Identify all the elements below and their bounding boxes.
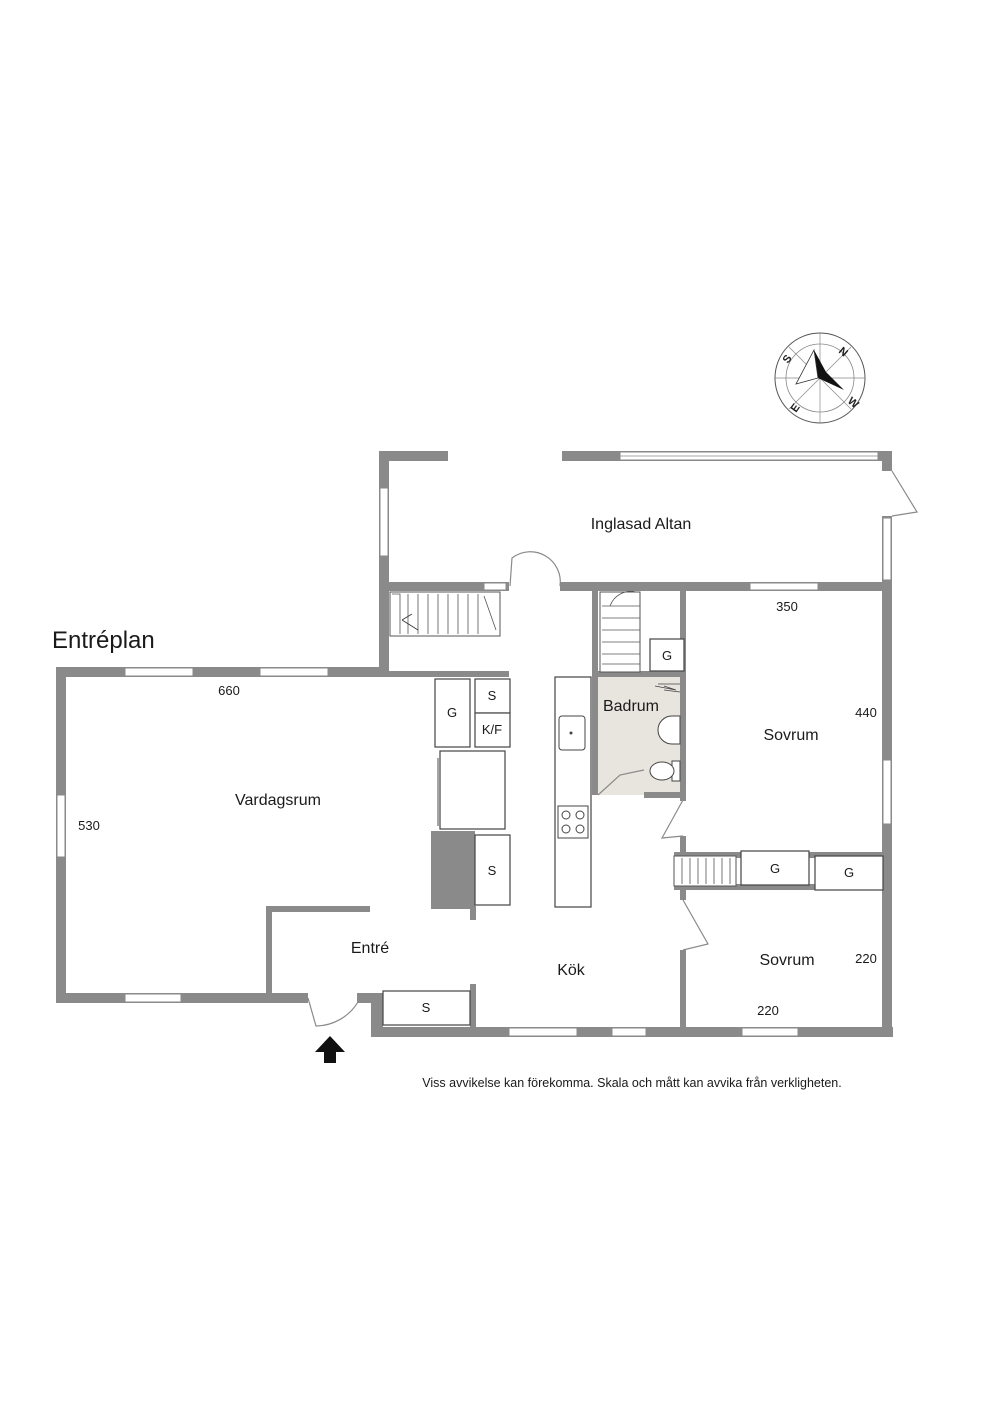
cabinet-g-bath-label: G: [662, 648, 672, 663]
plan-title: Entréplan: [52, 627, 155, 654]
compass-s-label: S: [781, 353, 795, 366]
stairs-center: [599, 591, 641, 673]
cabinet-g-bath: G: [649, 638, 685, 672]
windows: [56, 451, 892, 1037]
stairs-sovrum: [673, 855, 737, 887]
cabinet-g-sovrum1: G: [740, 850, 810, 886]
dim-sovrum1-height: 440: [855, 705, 877, 720]
toilet-icon: [649, 761, 675, 781]
stairs-altan: [389, 591, 501, 637]
compass-n-label: N: [836, 345, 850, 359]
dim-sovrum2-width: 220: [757, 1003, 779, 1018]
cabinet-s-entre-label: S: [422, 1000, 431, 1015]
room-label-vardagsrum: Vardagsrum: [235, 792, 321, 809]
disclaimer: Viss avvikelse kan förekomma. Skala och …: [422, 1076, 841, 1090]
entrance-arrow-icon: [315, 1036, 345, 1063]
closet: [439, 750, 506, 830]
cabinet-kf-hall: K/F: [474, 712, 511, 748]
bathroom-fixtures: G: [649, 638, 685, 782]
compass-icon: N S W E: [774, 332, 866, 424]
cabinet-g-hall: G: [434, 678, 471, 748]
cabinet-s-hall-label: S: [488, 688, 497, 703]
washbasin-icon: [657, 715, 681, 745]
cabinet-s-entre: S: [382, 990, 471, 1026]
cabinet-g-sovrum2: G: [814, 855, 884, 891]
room-label-sovrum-2: Sovrum: [759, 952, 814, 969]
cabinet-kf-hall-label: K/F: [482, 722, 502, 737]
dim-sovrum2-height: 220: [855, 951, 877, 966]
room-label-kok: Kök: [557, 962, 586, 979]
doors: [307, 470, 918, 1027]
shower-icon: [654, 685, 677, 691]
dim-vardagsrum-height: 530: [78, 818, 100, 833]
cabinet-s-hall: S: [474, 678, 511, 714]
cabinet-g-sovrum1-label: G: [770, 861, 780, 876]
dim-sovrum1-width: 350: [776, 599, 798, 614]
room-label-sovrum-1: Sovrum: [763, 727, 818, 744]
room-label-entre: Entré: [351, 940, 389, 957]
room-label-badrum: Badrum: [603, 698, 659, 715]
cabinet-g-hall-label: G: [447, 705, 457, 720]
stove-icon: [557, 805, 589, 839]
kitchen-counter: [554, 676, 592, 908]
cabinet-s-vardag-label: S: [488, 863, 497, 878]
cabinet-s-vardag: S: [474, 834, 511, 906]
cabinet-g-sovrum2-label: G: [844, 865, 854, 880]
room-label-altan: Inglasad Altan: [591, 516, 692, 533]
dim-vardagsrum-width: 660: [218, 683, 240, 698]
